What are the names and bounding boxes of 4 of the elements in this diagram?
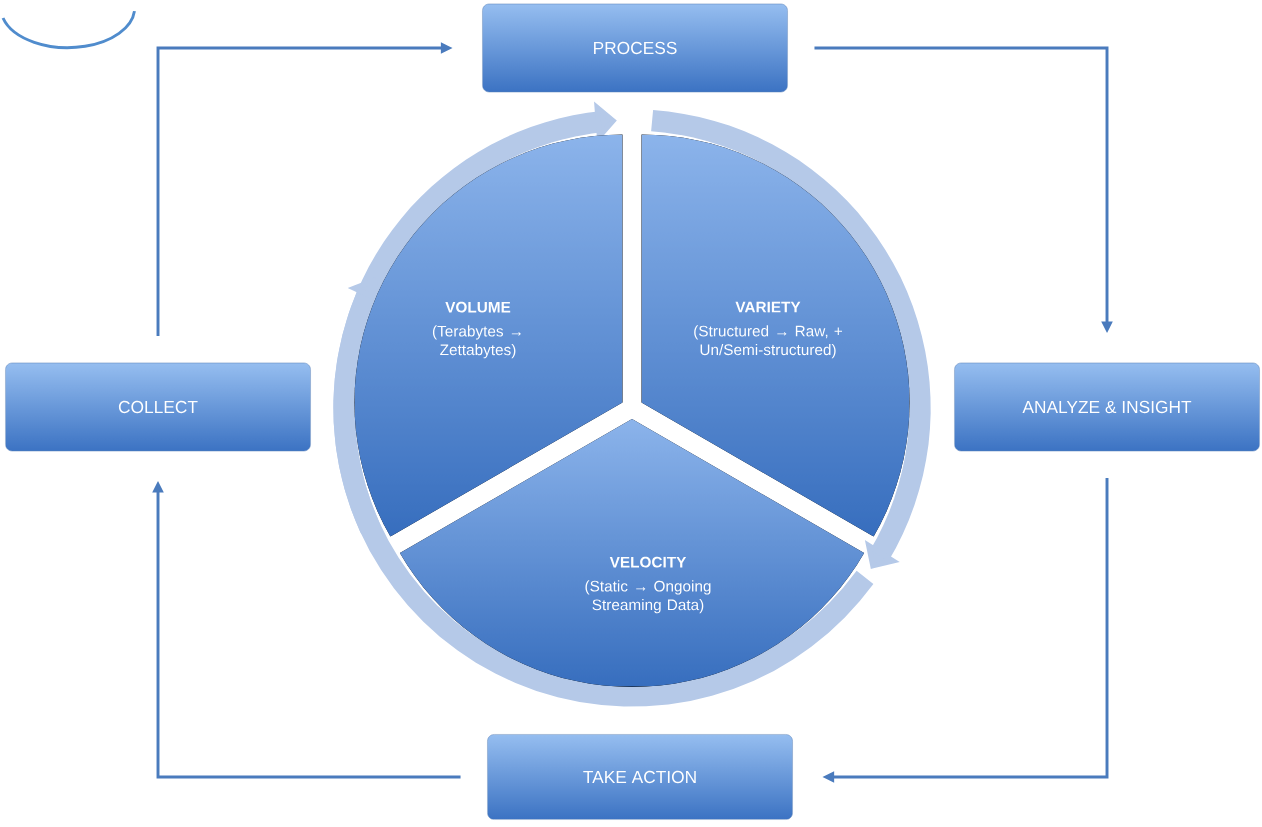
process-box: COLLECT <box>5 362 311 452</box>
process-box: TAKE ACTION <box>487 734 793 820</box>
process-box: PROCESS <box>482 3 788 93</box>
process-box: ANALYZE & INSIGHT <box>954 362 1260 452</box>
